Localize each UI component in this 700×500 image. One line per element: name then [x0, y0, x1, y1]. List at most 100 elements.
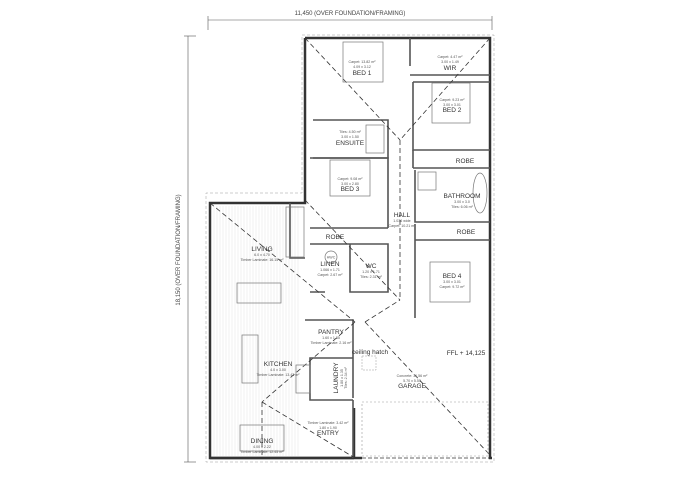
- room-label-text: 3.00 x 2.80: [341, 182, 359, 186]
- room-label-text: Timber Laminate: 13.43 m²: [256, 373, 300, 377]
- room-label-text: 3.00 x 3.01: [443, 103, 461, 107]
- room-label-text: Carpet: 13.82 m²: [349, 60, 377, 64]
- ceiling-hatch-marker: [361, 355, 377, 371]
- interior-walls: [289, 38, 490, 458]
- room-label-text: Timber Laminate: 16.15 m²: [240, 258, 284, 262]
- ceiling-hatch-label: ceiling hatch: [352, 349, 389, 356]
- room-label-text: BED 4: [443, 273, 462, 280]
- room-label-text: 4.0 x 3.00: [270, 368, 286, 372]
- dining-table: [239, 424, 285, 452]
- room-label-text: Tiles: 2.31 m²: [360, 275, 382, 279]
- room-label-text: DINING: [251, 438, 274, 445]
- room-label-text: PANTRY: [318, 329, 344, 336]
- bathtub: [472, 172, 488, 214]
- room-label-text: BED 1: [353, 70, 372, 77]
- room-label-text: Timber Laminate: 12.45 m²: [240, 450, 284, 454]
- ensuite-shower: [365, 124, 385, 154]
- room-label-text: 1.80 x 1.90: [319, 426, 337, 430]
- floor-level-label: FFL + 14,125: [447, 350, 486, 357]
- room-robe-1: ROBE: [456, 158, 475, 165]
- width-dimension-label: 11,450 (OVER FOUNDATION/FRAMING): [295, 11, 406, 17]
- room-label-text: ROBE: [456, 158, 475, 165]
- room-label-text: Carpet: 10.21 m²: [389, 224, 417, 228]
- room-label-text: 5.70 x 5.53: [403, 379, 421, 383]
- room-label-text: WC: [366, 263, 377, 270]
- room-label-text: 3.00 x 3.0: [454, 200, 470, 204]
- room-label-text: 1.80 x 1.35: [340, 369, 344, 387]
- room-label-text: LINEN: [320, 261, 339, 268]
- ceiling-diagonals: [209, 37, 491, 459]
- room-label-text: 4.09 x 3.12: [353, 65, 371, 69]
- room-label-text: BED 2: [443, 107, 462, 114]
- room-label-text: Tiles: 4.50 m²: [339, 130, 361, 134]
- laminate-flooring: [213, 206, 299, 456]
- room-label-text: Tiles: 6.06 m²: [451, 205, 473, 209]
- room-label-text: ENSUITE: [336, 140, 365, 147]
- room-label-text: 3.00 x 1.50: [341, 135, 359, 139]
- hot-water-cylinder: [324, 250, 338, 264]
- room-label-text: ENTRY: [317, 430, 340, 437]
- shower: [417, 171, 437, 191]
- room-label-text: 1.066 x 1.71: [320, 268, 340, 272]
- depth-dimension: 18,150 (OVER FOUNDATION/FRAMING): [176, 35, 196, 463]
- room-label-text: Carpet: 2.67 m²: [318, 273, 344, 277]
- room-label-text: BED 3: [341, 186, 360, 193]
- room-label-text: 1.60 x 1.35: [322, 336, 340, 340]
- room-label-text: Carpet: 9.23 m²: [440, 98, 466, 102]
- room-robe-3: ROBE: [457, 229, 476, 236]
- bed4-bed: [429, 261, 471, 303]
- room-label-text: 4.00 x 2.22: [253, 445, 271, 449]
- room-label-text: Carpet: 9.72 m²: [440, 285, 466, 289]
- room-robe-2: ROBE: [326, 234, 345, 241]
- garage-door: [361, 401, 489, 457]
- room-label-text: 1.036 wide: [393, 219, 410, 223]
- room-label-text: KITCHEN: [264, 361, 293, 368]
- bed3-bed: [329, 159, 371, 197]
- furniture: [236, 41, 488, 452]
- hwc-label: HWC: [327, 256, 336, 260]
- depth-dimension-label: 18,150 (OVER FOUNDATION/FRAMING): [176, 194, 182, 305]
- room-label-text: Carpet: 9.08 m²: [338, 177, 364, 181]
- bed2-bed: [431, 82, 471, 124]
- room-label-text: GARAGE: [398, 383, 426, 390]
- room-label-text: Tiles: 2.34 m²: [344, 366, 348, 388]
- entry-wall: [352, 408, 362, 460]
- width-dimension: 11,450 (OVER FOUNDATION/FRAMING): [207, 11, 493, 30]
- room-label-text: 3.00 x 3.01: [443, 280, 461, 284]
- room-label-text: 6.0 x 4.70: [254, 253, 270, 257]
- room-label-text: Concrete: 31.56 m²: [397, 374, 429, 378]
- armchair: [236, 282, 282, 304]
- cooktop: [295, 364, 311, 394]
- room-label-text: ROBE: [457, 229, 476, 236]
- room-label-text: LAUNDRY: [333, 362, 340, 394]
- room-label-text: BATHROOM: [443, 193, 480, 200]
- room-label-text: HALL: [394, 212, 411, 219]
- sofa: [285, 206, 305, 258]
- room-label-text: ROBE: [326, 234, 345, 241]
- room-label-text: LIVING: [251, 246, 272, 253]
- bed1-bed: [342, 41, 384, 83]
- room-label-text: Timber Laminate: 3.42 m²: [307, 421, 349, 425]
- room-label-text: 1.20 x 1.71: [362, 270, 380, 274]
- room-label-text: 3.00 x 1.49: [441, 60, 459, 64]
- room-label-text: Carpet: 4.47 m²: [438, 55, 464, 59]
